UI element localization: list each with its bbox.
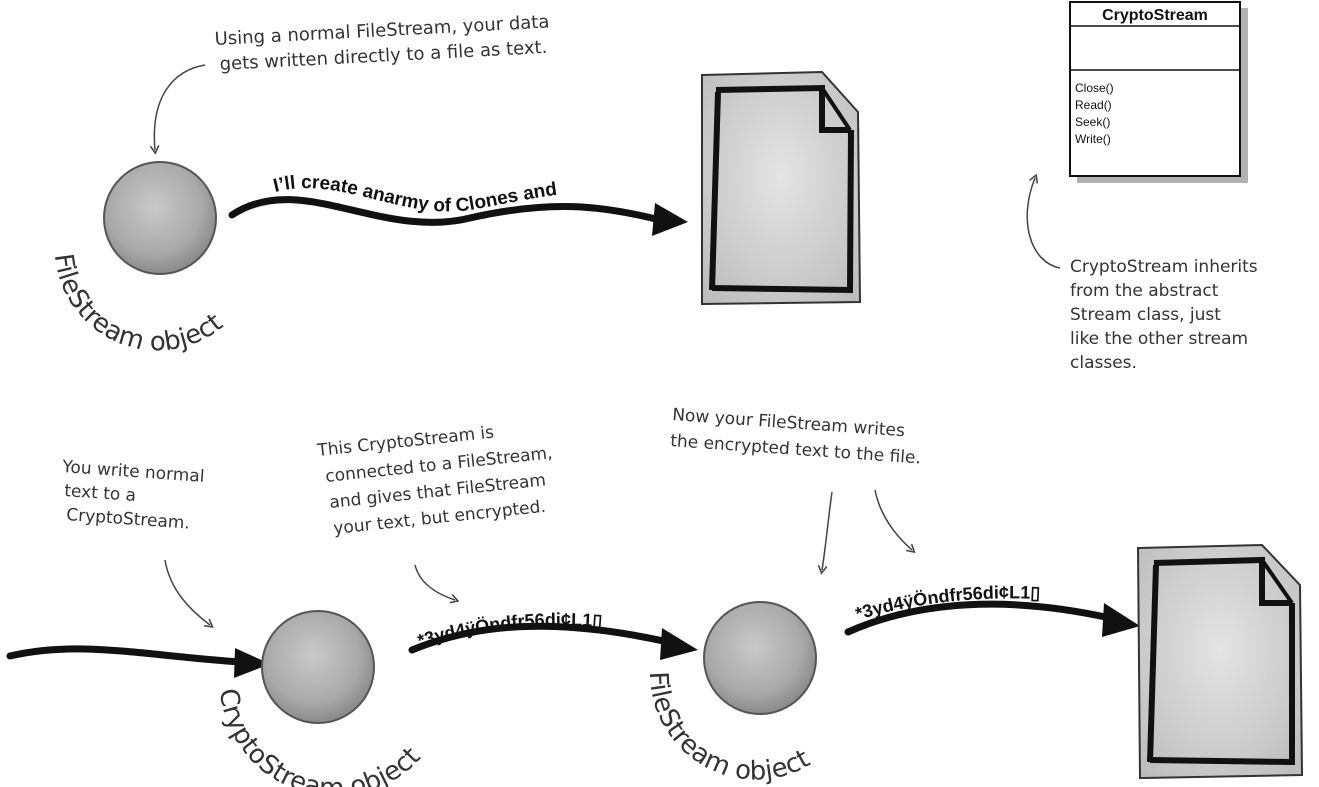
uml-method: Write() <box>1075 132 1111 146</box>
uml-class-box: CryptoStream Close() Read() Seek() Write… <box>1070 2 1248 183</box>
note-line: classes. <box>1070 353 1137 373</box>
file-icon <box>1138 545 1302 778</box>
file-icon <box>702 72 860 304</box>
writes-note-arrow <box>822 492 832 570</box>
filestream-sphere <box>104 162 216 274</box>
note-line: Stream class, just <box>1070 305 1221 325</box>
arrow-head <box>1102 603 1140 637</box>
uml-title: CryptoStream <box>1102 7 1208 24</box>
arrow-head <box>652 203 688 236</box>
inherits-arrow <box>1027 178 1060 268</box>
note-line: like the other stream <box>1070 329 1248 349</box>
write-note-arrow <box>165 560 210 625</box>
inherits-note: CryptoStream inherits from the abstract … <box>1070 257 1258 373</box>
note-line: CryptoStream inherits <box>1070 257 1258 277</box>
arrow-head <box>660 628 698 660</box>
connected-note-arrow <box>415 565 455 600</box>
note-line: text to a <box>64 481 137 506</box>
uml-method: Close() <box>1075 81 1114 95</box>
uml-method: Read() <box>1075 98 1112 112</box>
filestream-note: Using a normal FileStream, your data get… <box>214 11 550 75</box>
write-note: You write normal text to a CryptoStream. <box>61 457 205 534</box>
cryptostream-sphere <box>262 611 374 723</box>
filestream-sphere-bottom <box>704 602 816 714</box>
note-line: from the abstract <box>1070 281 1219 301</box>
note-arrow <box>154 65 205 150</box>
writes-note-arrow <box>875 490 912 550</box>
uml-method: Seek() <box>1075 115 1110 129</box>
connected-note: This CryptoStream is connected to a File… <box>315 423 553 539</box>
writes-note: Now your FileStream writes the encrypted… <box>670 405 922 468</box>
input-arrow <box>10 649 240 662</box>
note-line: CryptoStream. <box>66 505 191 534</box>
